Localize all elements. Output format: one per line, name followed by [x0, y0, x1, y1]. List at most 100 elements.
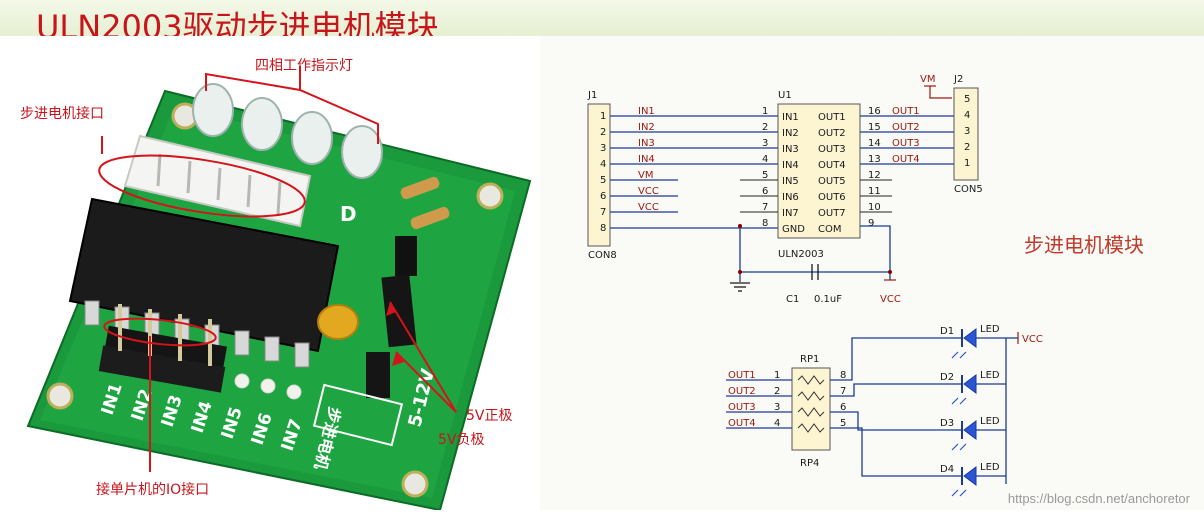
u1-right-pin-name: OUT1: [818, 112, 846, 123]
u1-left-pin-num: 4: [762, 154, 768, 165]
rp-resistor: [797, 423, 825, 433]
led-emission-arrow: [951, 443, 959, 451]
junction-dot: [888, 270, 892, 274]
rp-led-wire: [830, 337, 952, 381]
j1-net-label: IN3: [638, 138, 655, 149]
gnd-net: [739, 226, 891, 280]
led-emission-arrow: [951, 351, 959, 359]
u1-left-pin-name: IN1: [782, 112, 799, 123]
rp-left-pin: 4: [774, 418, 780, 429]
u1-left-pin-num: 5: [762, 170, 768, 181]
led-emission-arrow: [959, 397, 967, 405]
vm-wire: [929, 86, 952, 99]
j1-pin-1: 1: [600, 111, 606, 122]
rp-body: [791, 367, 831, 451]
led-emission-arrow: [959, 443, 967, 451]
j1-body: [587, 103, 611, 247]
motor-port-callout: [98, 154, 306, 218]
label-motor-port: 步进电机接口: [20, 105, 104, 122]
u1-left-pin-num: 6: [762, 186, 768, 197]
label-mcu-port: 接单片机的IO接口: [96, 481, 209, 498]
u1-left-pin-name: IN3: [782, 144, 799, 155]
led-ref: D4: [940, 464, 954, 475]
j1-net-label: IN4: [638, 154, 655, 165]
rp-top-ref: RP1: [800, 354, 819, 365]
io-holes: [234, 373, 302, 400]
power-pin-header: [366, 352, 390, 398]
u1-left-pin-num: 3: [762, 138, 768, 149]
rp-right-pin: 5: [840, 418, 846, 429]
j1-pin-5: 5: [600, 175, 606, 186]
u1-right-pin-name: OUT3: [818, 144, 846, 155]
label-5v-pos: 5V正极: [466, 408, 512, 424]
j1-pin-2: 2: [600, 127, 606, 138]
mount-hole: [46, 382, 74, 410]
u1-right-pin-num: 9: [868, 218, 874, 229]
led-diode: [963, 374, 977, 394]
led-diode: [963, 328, 977, 348]
connector-pins: [156, 153, 282, 215]
led-emission-arrow: [959, 489, 967, 497]
u1-right-pin-name: OUT5: [818, 176, 846, 187]
led-diode: [963, 420, 977, 440]
pos-arrowhead: [386, 302, 396, 316]
led-type: LED: [980, 370, 1000, 381]
led-ref: D2: [940, 372, 954, 383]
com-net: [860, 225, 891, 272]
led-ref: D3: [940, 418, 954, 429]
led-emission-arrow: [951, 397, 959, 405]
j1-net-label: IN2: [638, 122, 655, 133]
j1-pin-3: 3: [600, 143, 606, 154]
module-photo: D IN1 IN2 IN3 IN4 IN5 IN6 IN7 5-12: [0, 36, 540, 512]
rp-bottom-ref: RP4: [800, 458, 819, 469]
ground-symbol: [730, 282, 750, 292]
u1-pins: 1IN12IN23IN34IN45IN56IN67IN78GND16OUT1OU…: [678, 106, 954, 235]
led-type: LED: [980, 416, 1000, 427]
rp-left-pin: 2: [774, 386, 780, 397]
power-header: [381, 274, 417, 348]
u1-right-pin-num: 12: [868, 170, 881, 181]
j1-net-label: VM: [638, 170, 653, 181]
j1-pin-6: 6: [600, 191, 606, 202]
u1-right-pin-name: OUT4: [818, 160, 846, 171]
mount-hole: [401, 470, 429, 498]
u1-right-pin-name: OUT6: [818, 192, 846, 203]
j1-pin-4: 4: [600, 159, 606, 170]
j2-body: [953, 87, 979, 181]
u1-left-pin-num: 1: [762, 106, 768, 117]
u1-right-pin-num: 15: [868, 122, 881, 133]
pos-leader: [389, 301, 457, 413]
j1-pin-8: 8: [600, 223, 606, 234]
c1-value: 0.1uF: [814, 294, 842, 305]
u1-ref: U1: [778, 90, 792, 101]
led-ref: D1: [940, 326, 954, 337]
uln2003-chip: [68, 197, 340, 353]
u1-left-pin-name: IN5: [782, 176, 799, 187]
j1-net-label: VCC: [638, 202, 659, 213]
u1-left-pin-num: 8: [762, 218, 768, 229]
u1-right-pin-name: COM: [818, 224, 841, 235]
rp-resistor: [797, 375, 825, 385]
rp-net-label: OUT1: [728, 370, 756, 381]
label-leds: 四相工作指示灯: [255, 58, 353, 74]
u1-out-net-label: OUT4: [892, 154, 920, 165]
rp-right-pin: 6: [840, 402, 846, 413]
rp-resistor: [797, 407, 825, 417]
j1-ref: J1: [587, 90, 597, 101]
rp-led-wire: [830, 383, 952, 397]
silk-module-box: [312, 383, 404, 447]
u1-left-pin-name: IN4: [782, 160, 799, 171]
schematic-label: 步进电机模块: [1024, 234, 1144, 257]
j1-net-label: IN1: [638, 106, 655, 117]
rp-net-label: OUT2: [728, 386, 756, 397]
u1-left-pin-name: IN7: [782, 208, 799, 219]
motor-connector: [123, 134, 312, 228]
u1-right-pin-num: 13: [868, 154, 881, 165]
rp-left-pin: 3: [774, 402, 780, 413]
led-emission-arrow: [959, 351, 967, 359]
u1-right-pin-num: 10: [868, 202, 881, 213]
